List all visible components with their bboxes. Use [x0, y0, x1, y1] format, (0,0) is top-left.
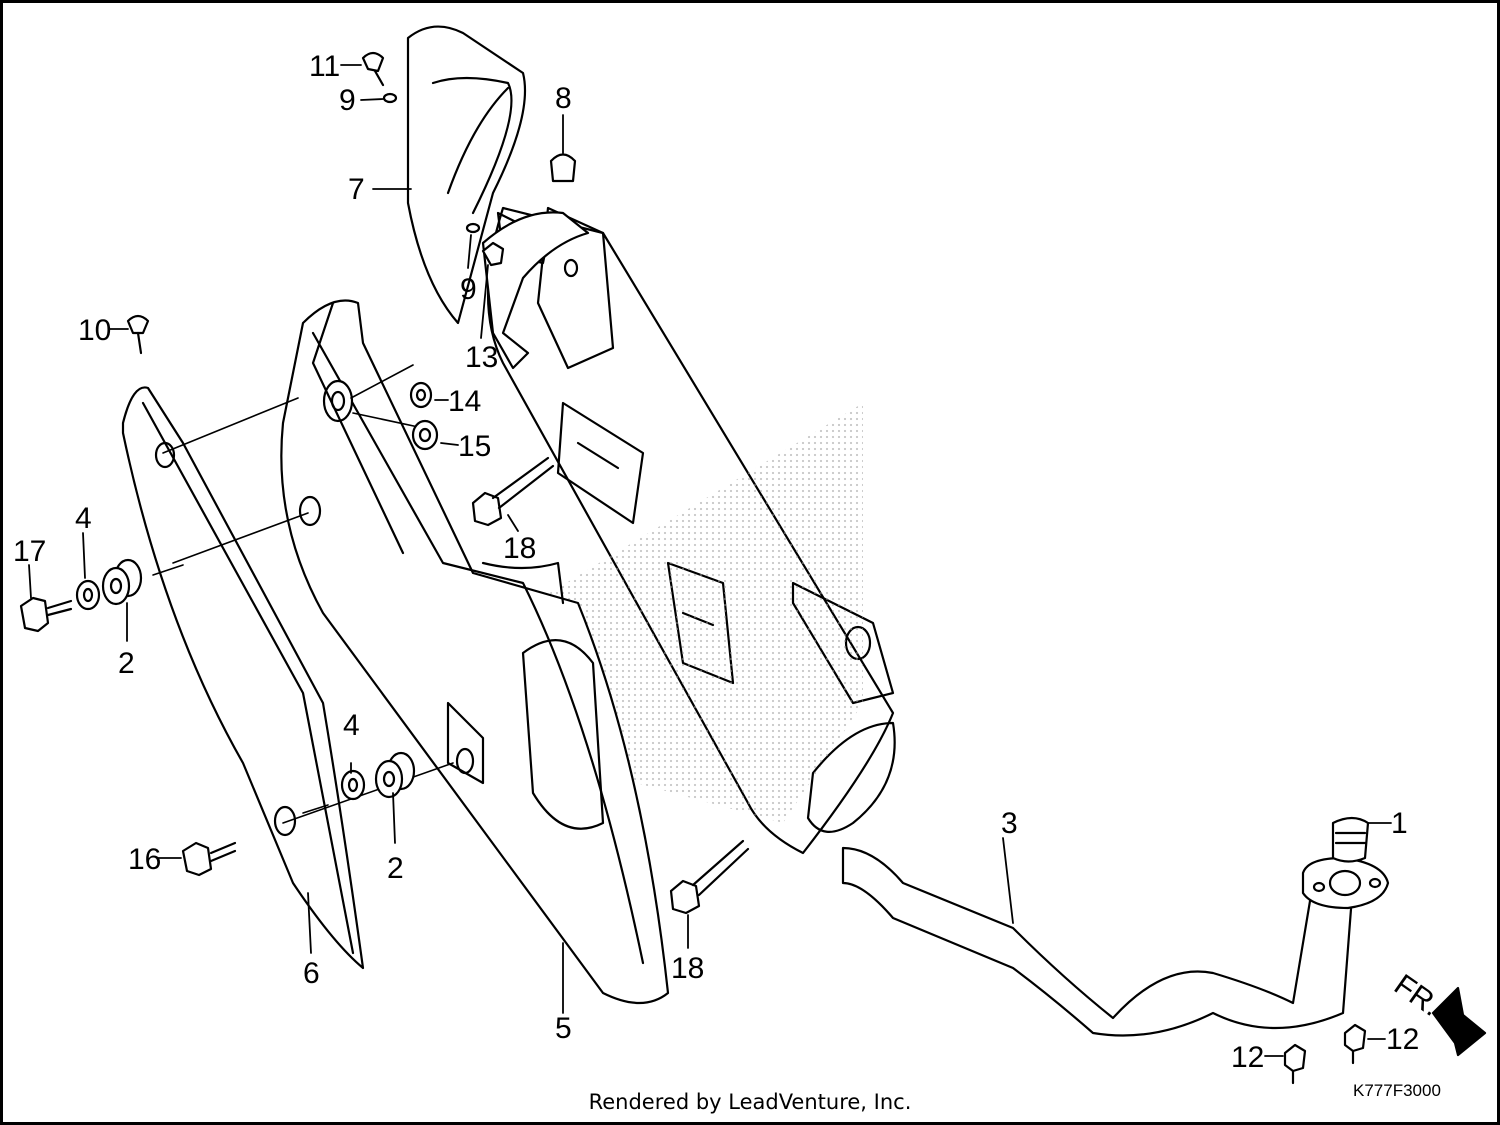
- callout-12-left: 12: [1231, 1041, 1264, 1074]
- render-credit: Rendered by LeadVenture, Inc.: [588, 1090, 912, 1114]
- callout-3: 3: [1001, 807, 1018, 840]
- bolt-17: [19, 596, 73, 633]
- callout-18-bottom: 18: [671, 952, 704, 985]
- callout-14: 14: [448, 385, 481, 418]
- muffler-stay: [481, 211, 590, 370]
- leader-lines: [28, 64, 1392, 1057]
- bolt-18-bottom: [669, 839, 750, 915]
- exploded-parts-diagram: 1 2 2 3 4 4 5 6 7 8 9 9 10 11 12 12 13 1…: [13, 25, 1487, 1100]
- callout-1: 1: [1391, 807, 1408, 840]
- heat-guard: [121, 386, 365, 970]
- bolt-16: [181, 841, 237, 877]
- callout-16: 16: [128, 843, 161, 876]
- exhaust-pipe: [841, 846, 1355, 1037]
- diagram-code: K777F3000: [1353, 1081, 1441, 1100]
- callout-8: 8: [555, 82, 572, 115]
- callout-4-top: 4: [75, 502, 92, 535]
- callout-2-top: 2: [118, 647, 135, 680]
- callout-18-top: 18: [503, 532, 536, 565]
- nut-12-left: [1283, 1043, 1307, 1085]
- callout-5: 5: [555, 1012, 572, 1045]
- callout-13: 13: [465, 341, 498, 374]
- callout-17: 17: [13, 535, 46, 568]
- screw-10: [126, 314, 150, 355]
- collar-4-bottom: [340, 769, 366, 801]
- callout-7: 7: [348, 173, 365, 206]
- collar-15: [411, 419, 439, 451]
- rubber-2-top: [101, 558, 143, 606]
- bolt-18-top: [471, 456, 555, 527]
- collar-4-top: [75, 579, 101, 611]
- callout-11: 11: [309, 50, 340, 83]
- callout-9-mid: 9: [460, 273, 477, 306]
- callout-15: 15: [458, 430, 491, 463]
- callout-4-bottom: 4: [343, 709, 360, 742]
- nut-12-right: [1343, 1023, 1367, 1065]
- nut-14: [409, 381, 433, 409]
- muffler-protector: [280, 299, 670, 1004]
- washer-9-top: [382, 92, 398, 104]
- muffler-cover: [406, 25, 527, 325]
- callout-6: 6: [303, 957, 320, 990]
- exhaust-gasket: [1331, 816, 1370, 863]
- cap-8: [549, 153, 577, 183]
- front-direction-arrow: [1431, 986, 1487, 1057]
- screw-11: [361, 51, 385, 87]
- nut-13: [481, 241, 505, 267]
- callout-12-right: 12: [1386, 1023, 1419, 1056]
- callout-10: 10: [78, 314, 111, 347]
- callout-2-bottom: 2: [387, 852, 404, 885]
- rubber-2-bottom: [374, 751, 416, 799]
- callout-9-top: 9: [339, 84, 356, 117]
- callout-labels: 1 2 2 3 4 4 5 6 7 8 9 9 10 11 12 12 13 1…: [13, 50, 1419, 1074]
- washer-9-mid: [465, 222, 481, 234]
